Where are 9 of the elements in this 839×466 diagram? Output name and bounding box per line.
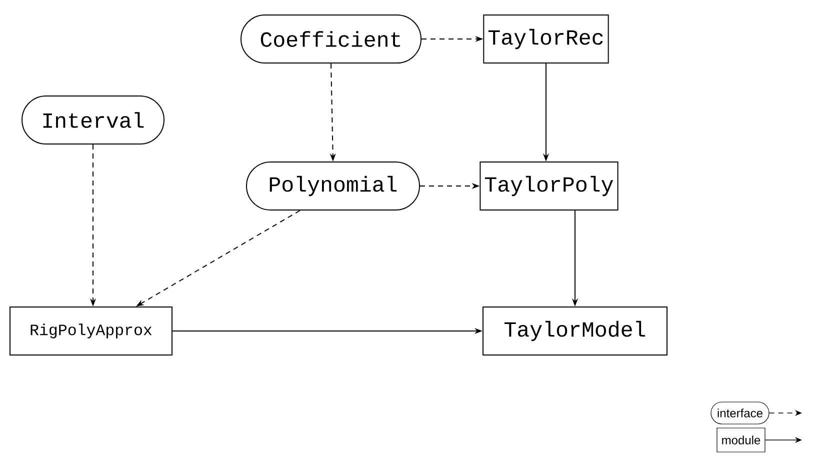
legend-key: interface [710, 402, 770, 424]
interface-node: Coefficient [240, 14, 422, 64]
module-box: TaylorModel [482, 306, 668, 356]
interface-node: Polynomial [246, 162, 420, 210]
module-box: RigPolyApprox [10, 306, 172, 356]
legend-key: module [716, 428, 766, 452]
interface-node: Interval [22, 96, 164, 144]
module-box: TaylorPoly [480, 162, 618, 210]
module-box: TaylorRec [483, 14, 609, 64]
